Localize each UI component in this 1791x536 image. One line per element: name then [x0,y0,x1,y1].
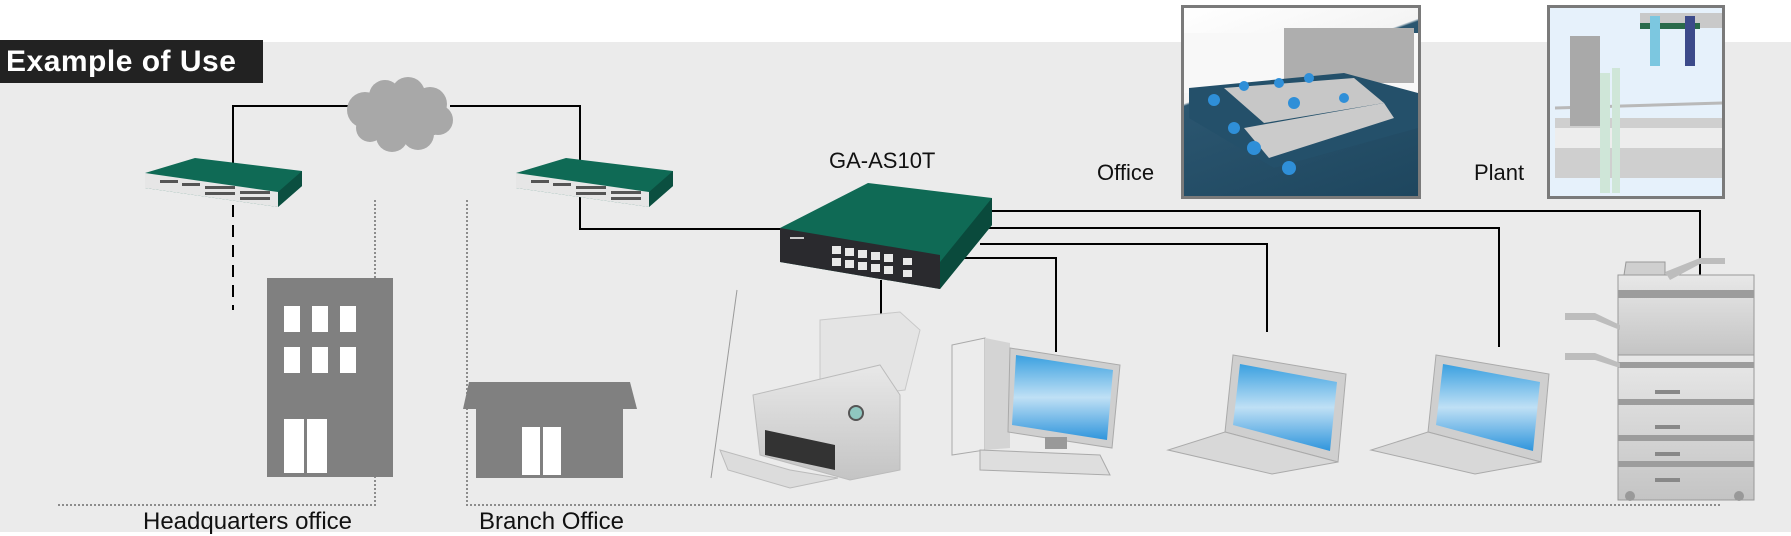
laptop-1-icon [1166,354,1347,475]
location-label-branch: Branch Office [479,508,624,535]
scanner-divider [710,289,738,479]
location-label-headquarters: Headquarters office [143,508,353,535]
lan-links [880,210,1701,352]
office-photo [1181,5,1421,199]
branch-region-border [466,200,1720,506]
laptop-2-icon [1369,354,1550,475]
scanner-icon [719,311,921,489]
hq-switch-icon [145,158,302,207]
branch-building-icon [463,382,637,478]
environment-label-office: Office [1097,160,1155,185]
desktop-icon [951,337,1121,476]
copier-icon [1565,258,1755,501]
ga-as10t-switch-icon [780,183,992,289]
environment-label-plant: Plant [1474,160,1525,185]
hq-building-icon [267,278,393,477]
device-label-ga-as10t: GA-AS10T [829,148,936,173]
cloud-icon [347,77,453,152]
section-title: Example of Use [0,40,263,83]
plant-photo [1547,5,1725,199]
branch-switch-icon [516,158,673,207]
